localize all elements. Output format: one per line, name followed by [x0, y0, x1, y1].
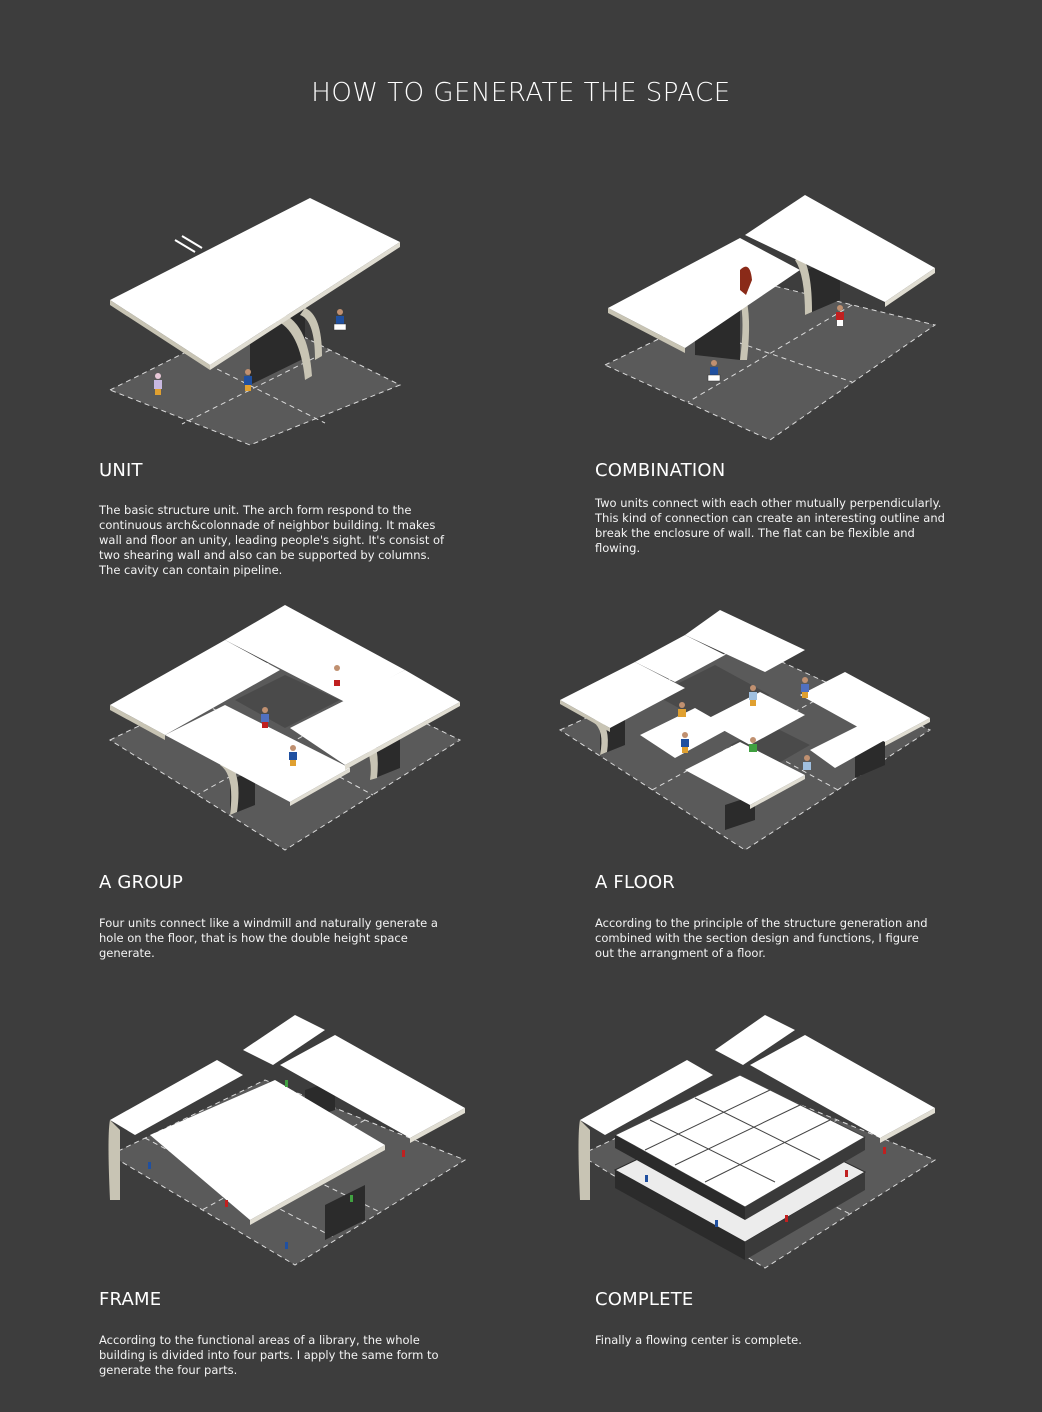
- frame-wall: [109, 1120, 121, 1200]
- person-figure: [244, 369, 252, 391]
- person-figure: [154, 373, 162, 395]
- section-text-combination: Two units connect with each other mutual…: [595, 496, 957, 556]
- person-figure: [801, 677, 809, 698]
- section-text-frame: According to the functional areas of a l…: [99, 1333, 455, 1378]
- person-figure: [803, 755, 811, 770]
- section-heading-unit: UNIT: [99, 460, 143, 481]
- group-diagram: [105, 600, 465, 860]
- person-figure: [681, 732, 689, 753]
- person-figure: [350, 1195, 353, 1202]
- person-figure: [715, 1220, 718, 1227]
- person-figure: [785, 1215, 788, 1222]
- person-figure: [334, 309, 346, 330]
- section-text-floor: According to the principle of the struct…: [595, 916, 940, 961]
- person-figure: [225, 1200, 228, 1207]
- person-figure: [645, 1175, 648, 1182]
- frame-wall: [579, 1120, 591, 1200]
- section-heading-group: A GROUP: [99, 872, 183, 893]
- section-heading-floor: A FLOOR: [595, 872, 675, 893]
- section-heading-complete: COMPLETE: [595, 1289, 694, 1310]
- person-figure: [749, 685, 757, 706]
- person-figure: [148, 1162, 151, 1169]
- person-figure: [749, 737, 757, 752]
- section-text-group: Four units connect like a windmill and n…: [99, 916, 451, 961]
- frame-diagram: [105, 1010, 470, 1275]
- person-figure: [402, 1150, 405, 1157]
- person-figure: [285, 1080, 288, 1087]
- person-figure: [845, 1170, 848, 1177]
- page-title: HOW TO GENERATE THE SPACE: [0, 78, 1042, 108]
- person-figure: [285, 1242, 288, 1249]
- person-figure: [261, 707, 269, 728]
- section-text-complete: Finally a flowing center is complete.: [595, 1333, 895, 1348]
- floor-diagram: [555, 600, 935, 860]
- person-figure: [883, 1147, 886, 1154]
- complete-diagram: [575, 1010, 940, 1275]
- person-figure: [836, 305, 844, 326]
- section-heading-combination: COMBINATION: [595, 460, 725, 481]
- section-text-unit: The basic structure unit. The arch form …: [99, 503, 451, 578]
- section-heading-frame: FRAME: [99, 1289, 161, 1310]
- person-figure: [678, 702, 686, 717]
- unit-diagram: [100, 190, 420, 460]
- person-figure: [289, 745, 297, 766]
- combination-diagram: [600, 190, 940, 450]
- person-figure: [333, 665, 341, 686]
